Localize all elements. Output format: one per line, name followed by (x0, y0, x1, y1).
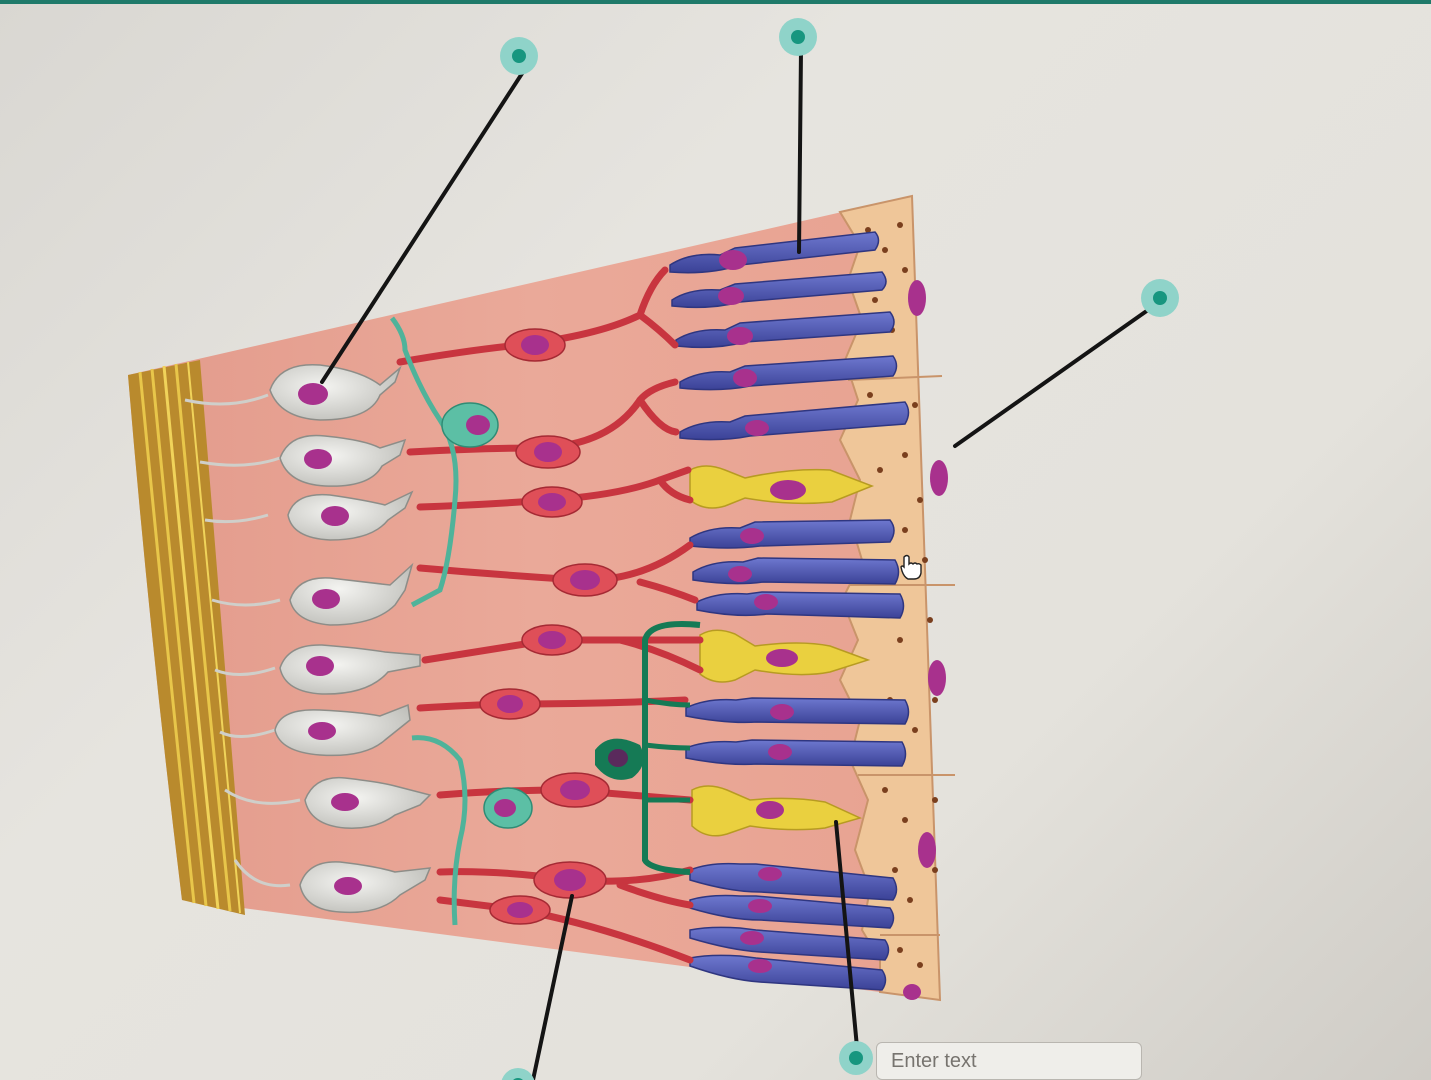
cone-nuclei (756, 480, 806, 819)
ganglion-cells (269, 363, 432, 914)
ganglion-cell-axons (184, 393, 301, 888)
amacrine-cell (595, 621, 701, 875)
rod-cells (669, 231, 910, 991)
bipolar-nuclei (497, 335, 600, 918)
hotspot-marker-icon[interactable] (501, 1068, 535, 1080)
hotspot-marker-icon[interactable] (839, 1041, 873, 1075)
leader-lines (320, 48, 1150, 1080)
hotspot-marker-icon[interactable] (779, 18, 817, 56)
label-text-input[interactable] (876, 1042, 1142, 1080)
hotspot-marker-icon[interactable] (500, 37, 538, 75)
hand-pointer-icon (900, 554, 922, 580)
nerve-fiber-layer (128, 360, 245, 915)
top-accent-strip (0, 0, 1431, 4)
ganglion-nuclei (298, 383, 362, 895)
rod-nuclei (718, 250, 794, 973)
horizontal-nuclei (466, 415, 516, 817)
hotspot-marker-icon[interactable] (1141, 279, 1179, 317)
